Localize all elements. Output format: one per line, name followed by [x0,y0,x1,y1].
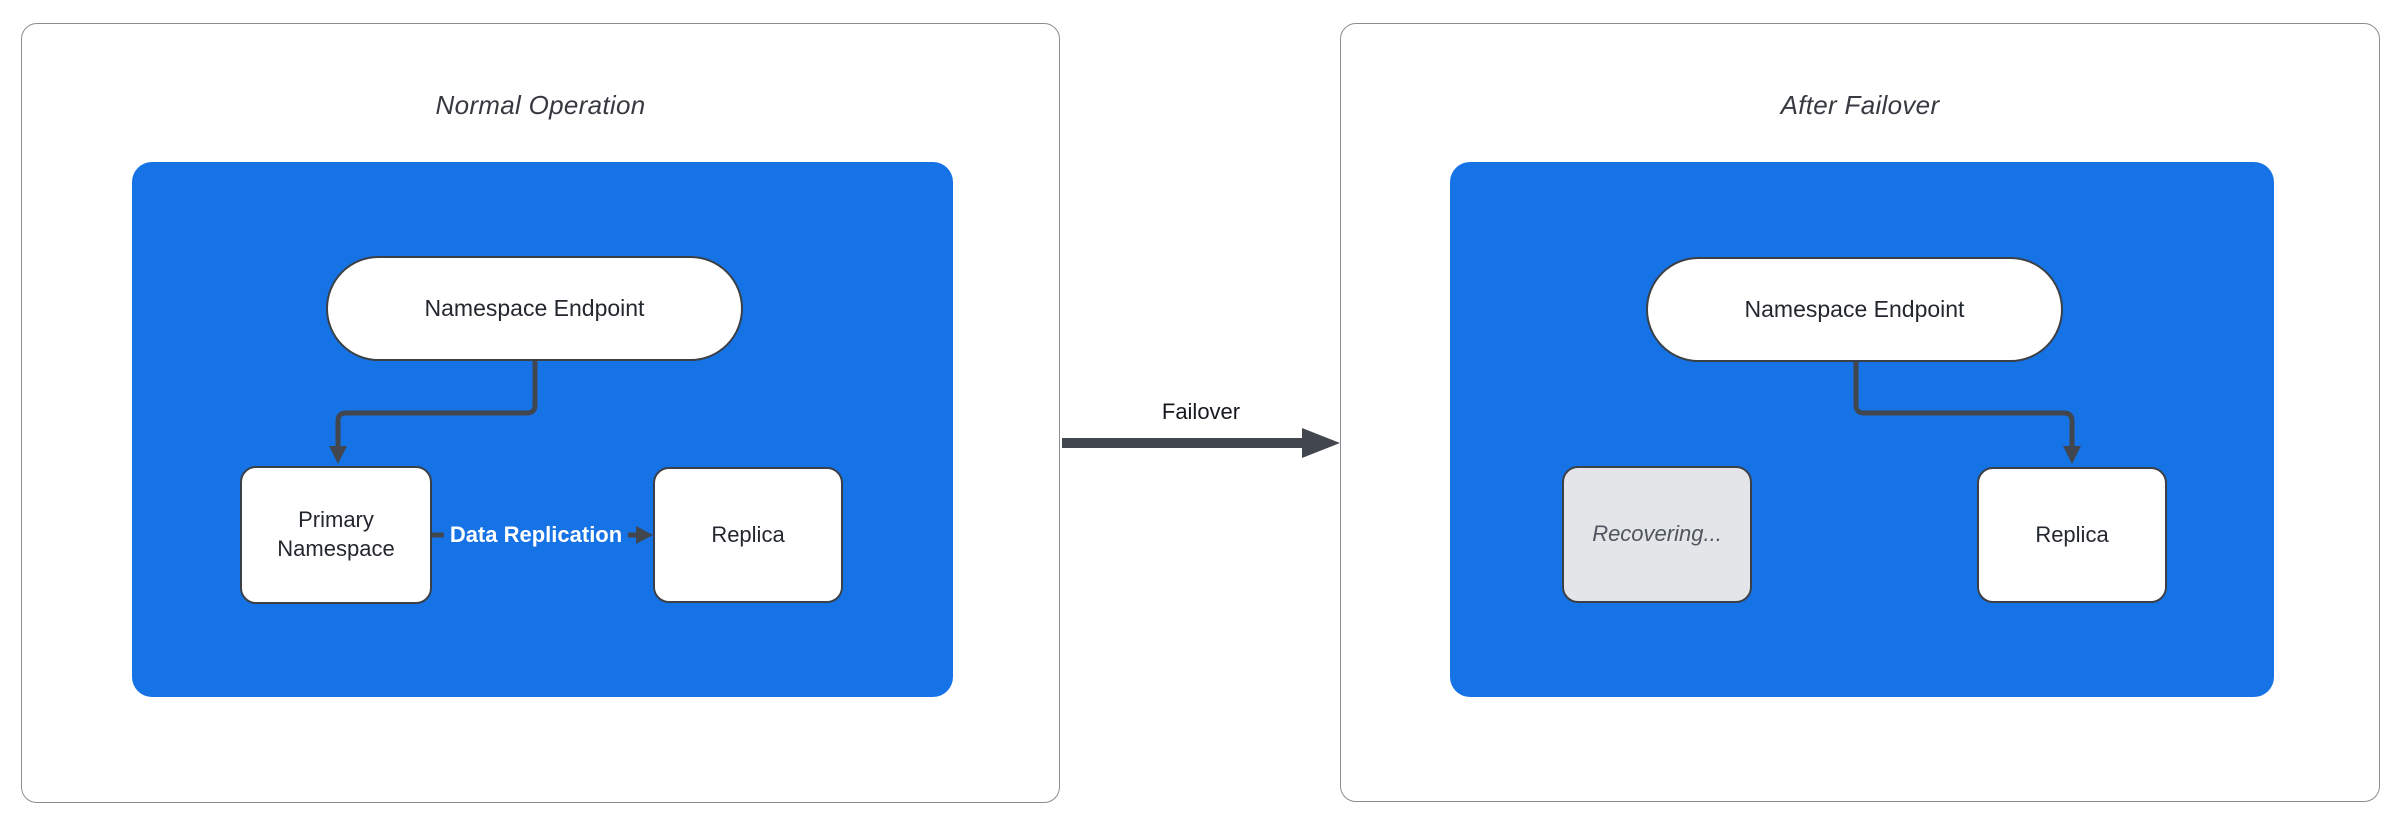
failover-arrowhead-icon [1302,428,1340,458]
replica-label-normal: Replica [711,521,785,547]
primary-namespace-node: Primary Namespace [240,466,432,604]
recovering-label: Recovering... [1592,521,1722,547]
recovering-node: Recovering... [1562,466,1752,603]
normal-operation-title: Normal Operation [435,90,646,120]
failover-edge-label: Failover [1155,399,1247,425]
after-failover-title: After Failover [1780,90,1940,120]
replica-node-normal: Replica [653,467,843,603]
namespace-endpoint-node-normal: Namespace Endpoint [326,256,743,361]
normal-namespace-container [132,162,953,697]
namespace-endpoint-label-normal: Namespace Endpoint [424,294,645,321]
primary-namespace-label: Primary Namespace [277,507,395,561]
namespace-endpoint-node-failover: Namespace Endpoint [1646,257,2063,362]
namespace-endpoint-label-failover: Namespace Endpoint [1744,295,1965,322]
failover-namespace-container [1450,162,2274,697]
replica-node-failover: Replica [1977,467,2167,603]
replica-label-failover: Replica [2035,521,2109,547]
data-replication-edge-label: Data Replication [443,520,629,550]
